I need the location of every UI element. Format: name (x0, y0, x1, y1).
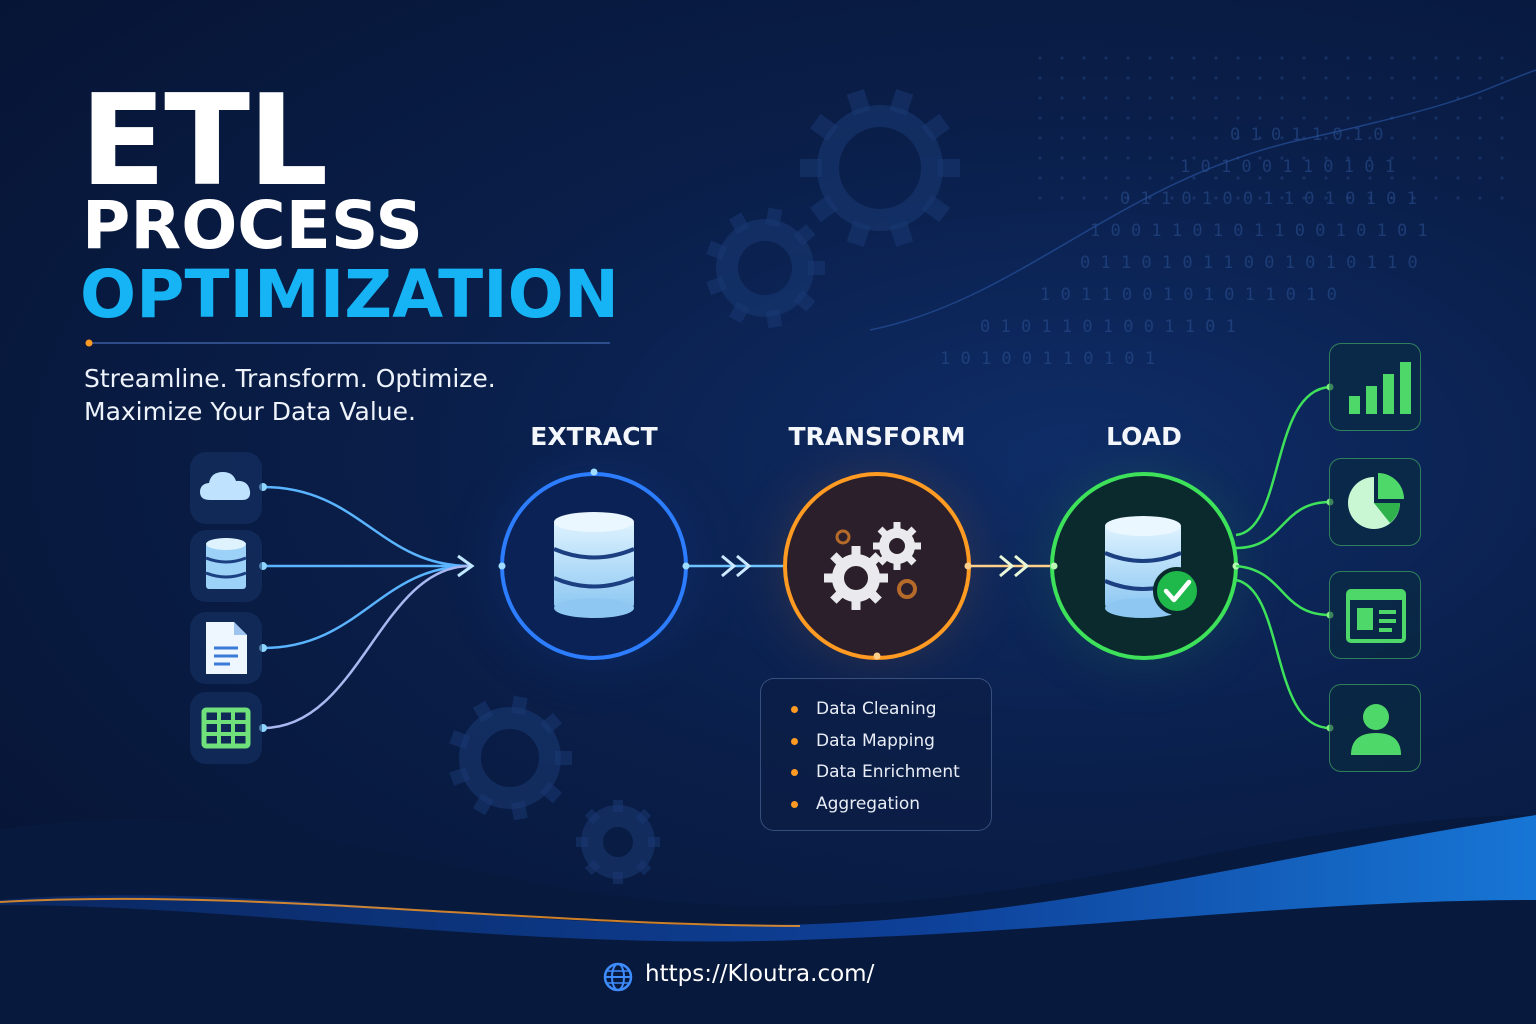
binary-row: 0 1 0 1 1 0 1 0 0 1 1 0 1 (980, 317, 1236, 337)
transform-steps-panel: Data Cleaning Data Mapping Data Enrichme… (760, 678, 992, 831)
binary-row: 1 0 0 1 1 0 1 0 1 1 0 0 1 0 1 0 1 (1090, 221, 1428, 241)
check-icon (1153, 567, 1201, 615)
stage-label-transform: TRANSFORM (788, 422, 966, 451)
list-item: Aggregation (791, 793, 991, 825)
step-label: Data Cleaning (816, 699, 937, 719)
title-process: PROCESS (82, 187, 423, 264)
list-item: Data Cleaning (791, 698, 991, 730)
title-optimization: OPTIMIZATION (80, 256, 620, 333)
step-label: Data Enrichment (816, 762, 960, 783)
title-etl: ETL (80, 67, 328, 214)
output-user (1329, 684, 1421, 772)
binary-row: 1 0 1 1 0 0 1 0 1 0 1 1 0 1 0 (1040, 285, 1337, 305)
binary-row: 0 1 0 1 1 0 1 0 (1230, 125, 1384, 145)
binary-row: 0 1 1 0 1 0 1 1 0 0 1 0 1 0 1 1 0 (1080, 253, 1418, 273)
output-bar-chart (1329, 343, 1421, 431)
output-report (1329, 571, 1421, 659)
subtitle-line-1: Streamline. Transform. Optimize. (84, 364, 496, 393)
binary-row: 1 0 1 0 0 1 1 0 1 0 1 (940, 349, 1155, 369)
source-cloud (190, 452, 262, 524)
step-label: Data Mapping (816, 730, 935, 751)
bullet (791, 801, 798, 809)
pie-chart-icon (1348, 473, 1404, 529)
extract-node (498, 468, 690, 660)
spreadsheet-icon (201, 707, 251, 749)
user-icon (1351, 704, 1401, 755)
document-icon (206, 622, 247, 674)
binary-pattern: 0 1 0 1 1 0 1 0 1 0 1 0 0 1 1 0 1 0 1 0 1 … (940, 125, 1428, 369)
list-item: Data Enrichment (791, 761, 991, 793)
globe-icon (603, 962, 633, 992)
list-item: Data Mapping (791, 730, 991, 762)
background-gears (459, 105, 943, 879)
bar-chart-icon (1349, 362, 1411, 414)
load-node (1050, 472, 1240, 660)
output-pie-chart (1329, 458, 1421, 546)
source-document (190, 612, 262, 684)
source-spreadsheet (190, 692, 262, 764)
step-label: Aggregation (816, 794, 921, 815)
output-connectors (1235, 385, 1331, 730)
gears-icon (824, 522, 921, 610)
footer-url-link[interactable]: https://Kloutra.com/ (645, 961, 875, 987)
database-icon (205, 538, 247, 589)
source-connectors (261, 485, 472, 730)
transform-steps-list: Data Cleaning Data Mapping Data Enrichme… (761, 679, 991, 825)
binary-row: 1 0 1 0 0 1 1 0 1 0 1 (1180, 157, 1395, 177)
transform-node (783, 472, 972, 660)
source-database (190, 530, 262, 602)
binary-row: 0 1 1 0 1 0 0 1 1 0 1 0 1 0 1 (1120, 189, 1417, 209)
stage-label-extract: EXTRACT (530, 422, 658, 451)
bullet (791, 706, 798, 713)
stage-label-load: LOAD (1106, 422, 1182, 451)
subtitle-line-2: Maximize Your Data Value. (84, 397, 416, 426)
bullet (791, 769, 798, 777)
report-icon (1346, 589, 1406, 643)
bullet (791, 737, 798, 745)
database-icon (553, 512, 635, 618)
cloud-icon (200, 472, 251, 500)
